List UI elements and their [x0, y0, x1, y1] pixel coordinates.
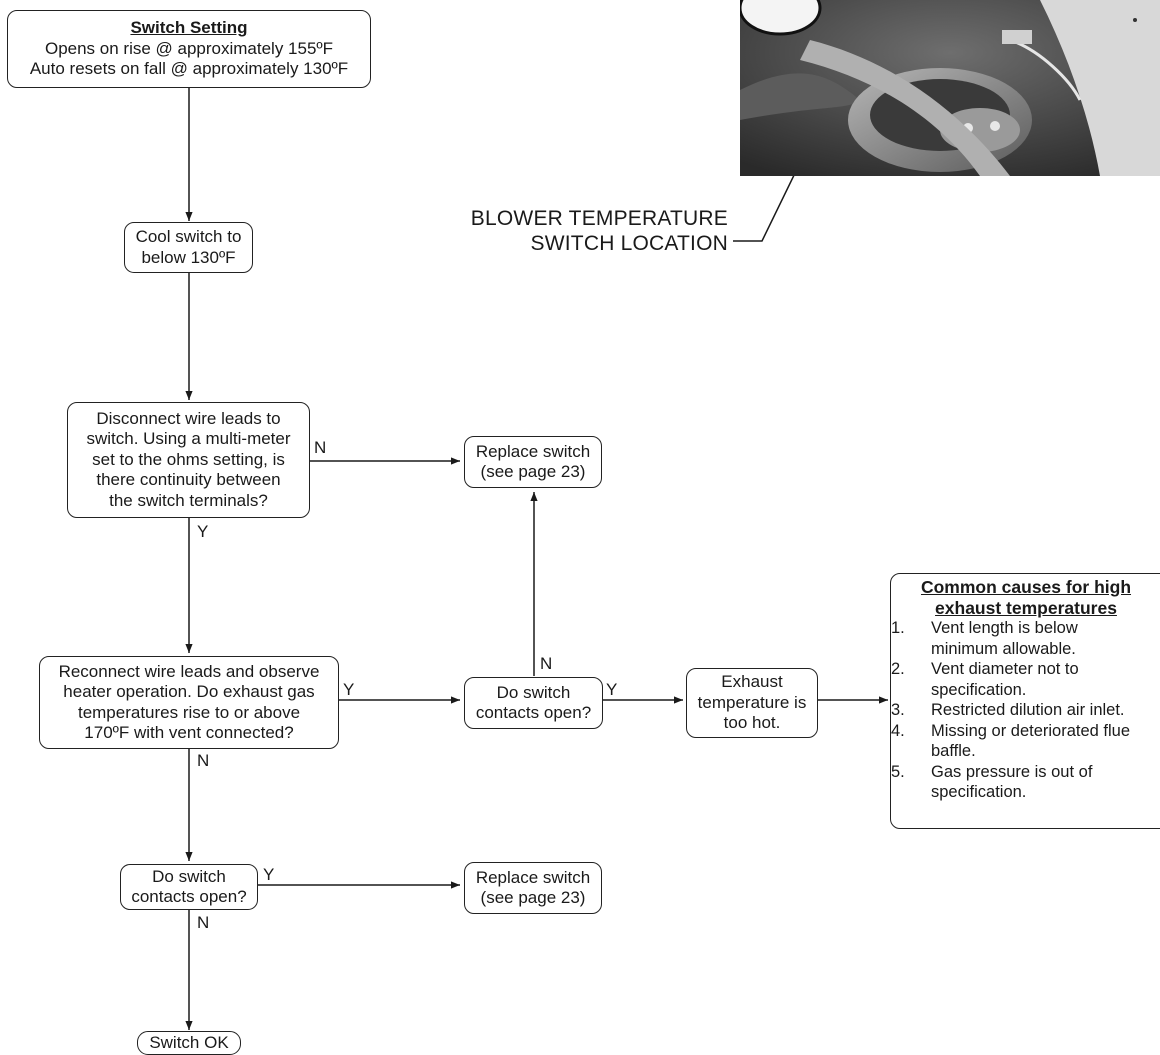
cool-switch-box: Cool switch to below 130ºF [124, 222, 253, 273]
caption-line-2: SWITCH LOCATION [530, 232, 728, 255]
cause-text: Gas pressure is out of [931, 762, 1093, 781]
label-contacts-mid-yes: Y [606, 680, 618, 699]
cool-switch-line-1: Cool switch to [135, 227, 242, 246]
cause-text-cont: specification. [931, 680, 1027, 699]
cause-number: 2. [891, 660, 905, 678]
cause-text: Vent length is below [931, 619, 1078, 637]
cause-item: 2. Vent diameter not to specification. [891, 659, 1160, 700]
disconnect-line-5: the switch terminals? [109, 490, 268, 510]
cause-number: 4. [891, 721, 905, 740]
disconnect-line-3: set to the ohms setting, is [92, 449, 285, 469]
exhaust-line-2: temperature is [697, 692, 807, 712]
cause-item: 3. Restricted dilution air inlet. [891, 700, 1160, 721]
contacts-low-line-1: Do switch [152, 866, 226, 886]
causes-list: 1. Vent length is below minimum allowable… [891, 618, 1160, 803]
reconnect-line-2: heater operation. Do exhaust gas [63, 682, 315, 701]
blower-temperature-switch-caption: BLOWER TEMPERATURE SWITCH LOCATION [420, 206, 728, 256]
reconnect-exhaust-question-box: Reconnect wire leads and observe heater … [39, 656, 339, 749]
label-contacts-low-yes: Y [263, 865, 275, 884]
replace-top-line-1: Replace switch [475, 441, 591, 461]
cause-text-cont: specification. [931, 783, 1027, 801]
label-reconnect-yes: Y [343, 680, 355, 699]
replace-bottom-line-1: Replace switch [475, 867, 591, 887]
replace-switch-bottom-box: Replace switch (see page 23) [464, 862, 602, 914]
switch-setting-resets-text: Auto resets on fall @ approximately 130º… [29, 59, 349, 79]
cause-text-cont: baffle. [931, 742, 976, 760]
disconnect-line-1: Disconnect wire leads to [96, 408, 281, 428]
label-disconnect-yes: Y [197, 522, 209, 541]
blower-switch-photo [740, 0, 1160, 176]
contacts-low-line-2: contacts open? [131, 887, 247, 906]
label-contacts-low-no: N [197, 913, 210, 932]
cool-switch-line-2: below 130ºF [141, 247, 236, 267]
switch-setting-title: Switch Setting [130, 18, 248, 38]
cause-item: 5. Gas pressure is out of specification. [891, 762, 1160, 803]
switch-ok-text: Switch OK [149, 1032, 229, 1052]
cause-number: 3. [891, 701, 905, 719]
replace-bottom-line-2: (see page 23) [480, 888, 586, 907]
cause-item: 1. Vent length is below minimum allowable… [891, 618, 1160, 659]
cause-number: 5. [891, 762, 905, 781]
caption-line-1: BLOWER TEMPERATURE [470, 207, 728, 230]
causes-title-line-2: exhaust temperatures [935, 597, 1117, 618]
exhaust-line-1: Exhaust [721, 672, 783, 692]
cause-number: 1. [891, 619, 905, 637]
exhaust-line-3: too hot. [723, 713, 781, 733]
disconnect-continuity-question-box: Disconnect wire leads to switch. Using a… [67, 402, 310, 518]
replace-switch-top-box: Replace switch (see page 23) [464, 436, 602, 488]
cause-item: 4. Missing or deteriorated flue baffle. [891, 721, 1160, 762]
replace-top-line-2: (see page 23) [480, 462, 586, 481]
reconnect-line-3: temperatures rise to or above [77, 702, 301, 722]
reconnect-line-4: 170ºF with vent connected? [84, 723, 294, 742]
disconnect-line-2: switch. Using a multi-meter [86, 429, 291, 449]
label-contacts-mid-no: N [540, 654, 553, 673]
cause-text: Restricted dilution air inlet. [931, 701, 1125, 719]
contacts-mid-line-2: contacts open? [475, 703, 592, 722]
disconnect-line-4: there continuity between [96, 470, 281, 490]
switch-ok-box: Switch OK [137, 1031, 241, 1055]
switch-setting-opens-text: Opens on rise @ approximately 155ºF [44, 38, 334, 58]
cause-text-cont: minimum allowable. [931, 639, 1076, 658]
common-causes-box: Common causes for high exhaust temperatu… [890, 573, 1160, 829]
contacts-mid-line-1: Do switch [496, 682, 571, 702]
label-disconnect-no: N [314, 438, 327, 457]
reconnect-line-1: Reconnect wire leads and observe [58, 661, 320, 681]
exhaust-too-hot-box: Exhaust temperature is too hot. [686, 668, 818, 738]
causes-title-line-1: Common causes for high [920, 577, 1132, 597]
switch-setting-box: Switch Setting Opens on rise @ approxima… [7, 10, 371, 88]
contacts-open-mid-box: Do switch contacts open? [464, 677, 603, 729]
cause-text: Vent diameter not to [931, 660, 1079, 678]
contacts-open-low-box: Do switch contacts open? [120, 864, 258, 910]
cause-text: Missing or deteriorated flue [931, 721, 1131, 740]
label-reconnect-no: N [197, 751, 210, 770]
